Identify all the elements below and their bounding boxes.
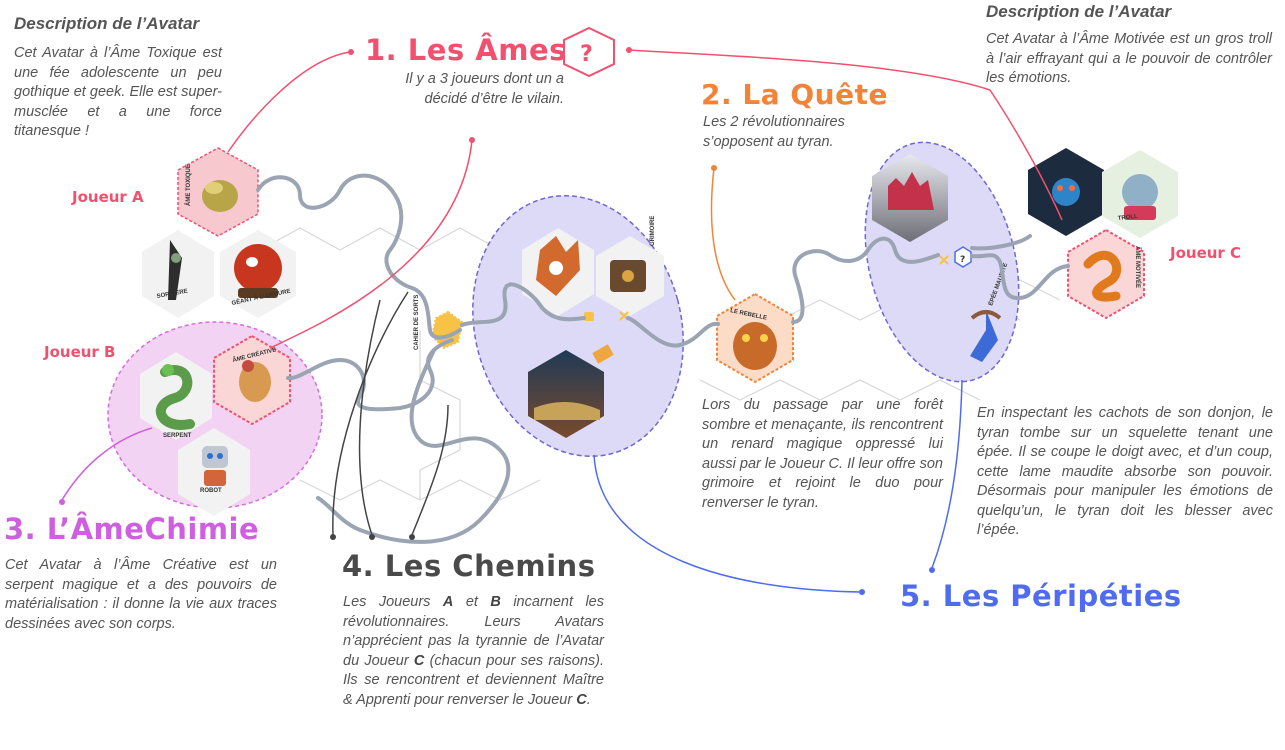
question-hex-icon: ?: [939, 246, 972, 268]
hex-fox: [522, 228, 594, 316]
player-c-label: Joueur C: [1170, 244, 1242, 262]
hex-grimoire: GRIMOIRE: [596, 216, 664, 316]
svg-text:?: ?: [580, 42, 593, 67]
section-ames-text: Il y a 3 joueurs dont un a décidé d’être…: [405, 71, 564, 107]
section-quete-title: 2. La Quête: [701, 78, 888, 111]
svg-text:SERPENT: SERPENT: [163, 433, 192, 439]
hex-cahier: CAHIER DE SORTS: [414, 295, 464, 350]
svg-text:TROLL: TROLL: [1118, 214, 1139, 222]
svg-text:CAHIER DE SORTS: CAHIER DE SORTS: [414, 295, 420, 350]
section-ames-title: 1. Les Âmes: [365, 33, 567, 67]
svg-text:ROBOT: ROBOT: [200, 488, 222, 494]
section-peripeties-title: 5. Les Péripéties: [900, 579, 1182, 613]
question-badge-icon: ?: [563, 26, 615, 78]
avatar-a-heading: Description de l’Avatar: [14, 14, 200, 33]
hex-robot-monster: [1028, 148, 1104, 236]
section-amechimie-title: 3. L’ÂmeChimie: [4, 512, 260, 546]
section-amechimie-text: Cet Avatar à l’Âme Créative est un serpe…: [5, 557, 277, 632]
hex-castle: [872, 154, 948, 242]
svg-text:?: ?: [960, 255, 965, 265]
forest-zone: [472, 194, 684, 458]
player-b-label: Joueur B: [44, 343, 116, 361]
avatar-c-heading: Description de l’Avatar: [986, 2, 1172, 21]
section-chemins-title: 4. Les Chemins: [342, 549, 596, 583]
player-a-label: Joueur A: [72, 188, 144, 206]
hex-sorciere: SORCIÈRE: [142, 230, 214, 318]
hex-rebelle: LE REBELLE: [716, 292, 794, 384]
hex-serpent: SERPENT: [140, 352, 212, 440]
avatar-a-text: Cet Avatar à l’Âme Toxique est une fée a…: [14, 45, 222, 139]
hex-geant: GÉANT À L'ARMURE: [220, 230, 296, 318]
section-quete-text: Les 2 révolutionnaires s’opposent au tyr…: [703, 114, 845, 150]
hex-troll: TROLL: [1102, 150, 1178, 238]
hex-ame-toxique: ÂME TOXIQUE: [177, 147, 259, 237]
hex-orange-marker: [592, 344, 614, 364]
winding-path: [256, 173, 1070, 544]
hex-ame-motivee: ÂME MOTIVÉE: [1067, 228, 1145, 320]
connector-lines: [59, 47, 1063, 595]
svg-text:ÂME TOXIQUE: ÂME TOXIQUE: [185, 164, 192, 206]
story-dungeon-text: En inspectant les cachots de son donjon,…: [977, 405, 1273, 538]
svg-text:ÂME MOTIVÉE: ÂME MOTIVÉE: [1134, 246, 1142, 288]
story-forest-text: Lors du passage par une forêt sombre et …: [702, 397, 943, 511]
avatar-c-text: Cet Avatar à l’Âme Motivée est un gros t…: [986, 31, 1272, 86]
hex-robot: ROBOT: [178, 428, 250, 516]
hex-foret: [528, 350, 604, 438]
svg-text:GRIMOIRE: GRIMOIRE: [650, 216, 656, 246]
section-chemins-text: Les Joueurs A et B incarnent les révolut…: [343, 594, 604, 708]
hex-ame-creative: ÂME CRÉATIVE: [213, 334, 291, 426]
